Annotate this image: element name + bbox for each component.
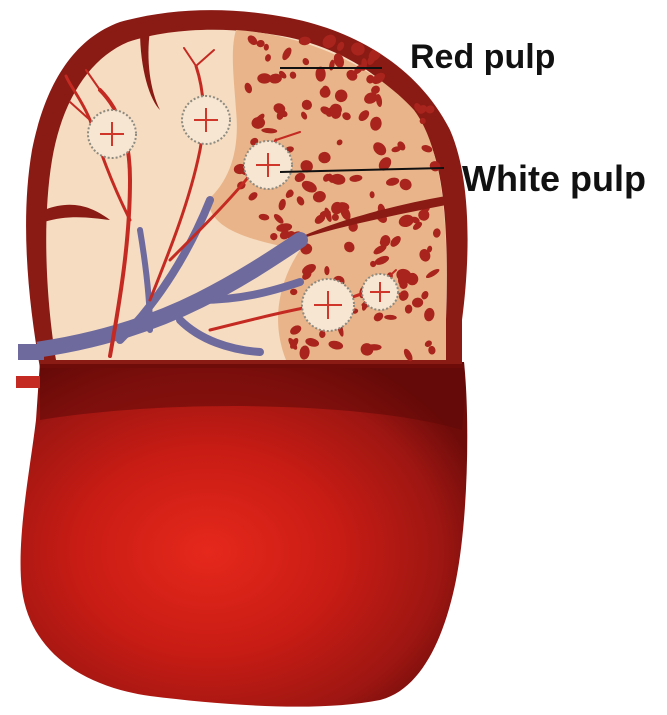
red-pulp-spot bbox=[386, 37, 399, 50]
red-pulp-spot bbox=[374, 34, 386, 50]
hilum-vessel bbox=[16, 376, 40, 388]
red-pulp-spot bbox=[388, 53, 398, 60]
white-pulp-label: White pulp bbox=[462, 158, 646, 200]
red-pulp-label: Red pulp bbox=[410, 38, 555, 77]
cut-face bbox=[20, 30, 447, 363]
red-pulp-spot bbox=[428, 81, 437, 88]
hilum-vessel bbox=[18, 344, 44, 360]
red-pulp-spot bbox=[290, 289, 297, 295]
red-pulp-spot bbox=[257, 73, 271, 83]
red-pulp-spot bbox=[435, 89, 444, 98]
